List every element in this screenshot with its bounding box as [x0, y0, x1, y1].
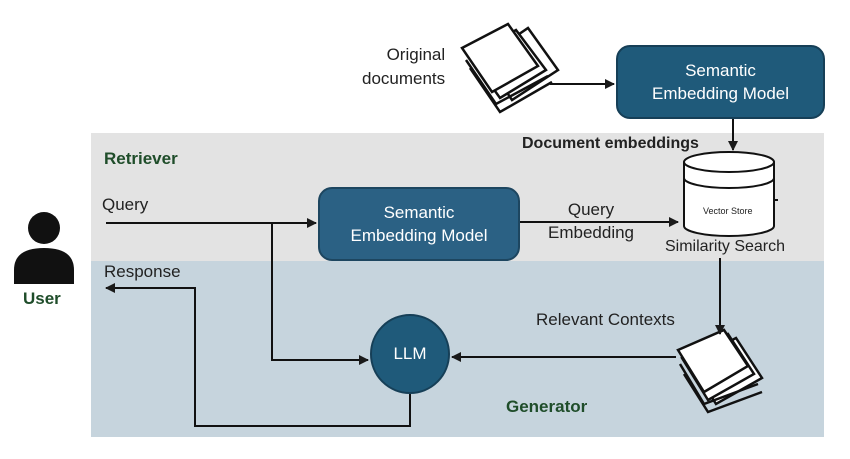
relevant-contexts-label: Relevant Contexts [536, 310, 675, 329]
generator-label: Generator [506, 397, 588, 416]
user-icon [14, 212, 74, 284]
query-to-llm-arrow [271, 223, 369, 365]
mid-semantic-embedding-model: Semantic Embedding Model [318, 187, 520, 261]
relevant-contexts-icon [676, 328, 764, 414]
top-semantic-embedding-model: Semantic Embedding Model [616, 45, 825, 119]
query-embedding-label: Query Embedding [548, 200, 635, 242]
original-documents-icon [460, 22, 560, 114]
mid-embedding-line-2: Embedding Model [350, 226, 488, 245]
original-documents-label: Original documents [362, 45, 446, 88]
top-embedding-line-2: Embedding Model [651, 84, 790, 103]
llm-node: LLM [370, 314, 450, 394]
response-label: Response [104, 262, 181, 281]
mid-embedding-line-1: Semantic [383, 203, 455, 222]
vector-store-label: Vector Store [703, 206, 753, 216]
user-label: User [23, 289, 61, 308]
similarity-search-label: Similarity Search [665, 238, 786, 255]
document-embeddings-label: Document embeddings [522, 135, 699, 152]
vector-store-icon [683, 151, 778, 237]
retriever-label: Retriever [104, 149, 178, 168]
llm-label: LLM [393, 344, 427, 363]
query-label: Query [102, 195, 149, 214]
top-embedding-line-1: Semantic [685, 61, 756, 80]
llm-to-response-arrow [105, 283, 411, 427]
